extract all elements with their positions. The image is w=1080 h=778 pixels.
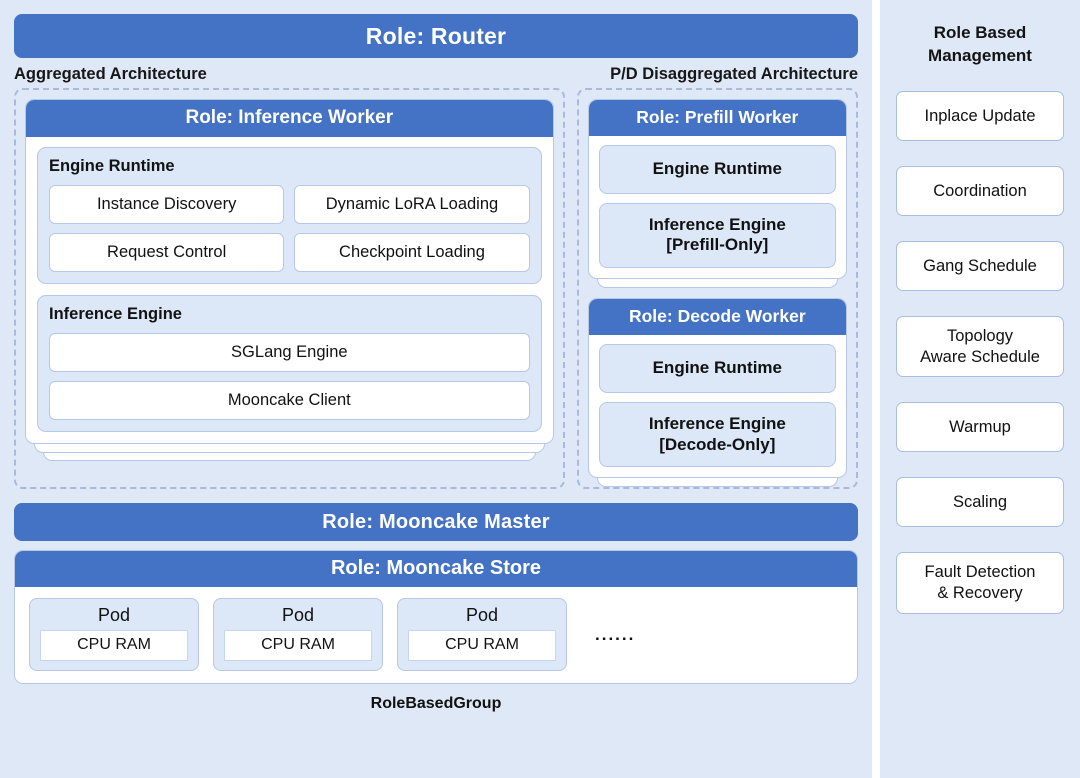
sidebar-title: Role Based Management — [896, 22, 1064, 67]
engine-runtime-row-1: Instance Discovery Dynamic LoRA Loading — [49, 185, 530, 224]
role-based-management-sidebar: Role Based Management Inplace Update Coo… — [880, 0, 1080, 778]
role-prefill-worker-card: Role: Prefill Worker Engine Runtime Infe… — [587, 99, 847, 280]
role-decode-worker-card: Role: Decode Worker Engine Runtime Infer… — [587, 298, 847, 479]
aggregated-architecture-label: Aggregated Architecture — [14, 65, 207, 83]
pods-ellipsis: ...... — [595, 624, 636, 644]
aggregated-architecture-box: Role: Inference Worker Engine Runtime In… — [14, 88, 565, 490]
role-router-bar: Role: Router — [14, 14, 858, 58]
sidebar-item-inplace-update[interactable]: Inplace Update — [896, 91, 1064, 142]
pod-3: Pod CPU RAM — [397, 598, 567, 672]
prefill-inference-engine-line2: [Prefill-Only] — [666, 235, 769, 255]
sidebar-item-fault-line1: Fault Detection — [924, 563, 1036, 582]
inference-worker-stack: Role: Inference Worker Engine Runtime In… — [25, 99, 554, 461]
pd-disaggregated-architecture-label: P/D Disaggregated Architecture — [610, 65, 858, 83]
inference-engine-group: Inference Engine SGLang Engine Mooncake … — [37, 295, 542, 432]
pod-3-title: Pod — [465, 605, 499, 626]
pod-3-cpu-ram: CPU RAM — [408, 630, 556, 662]
prefill-worker-stack: Role: Prefill Worker Engine Runtime Infe… — [587, 99, 847, 289]
pod-2-cpu-ram: CPU RAM — [224, 630, 372, 662]
main-architecture-panel: Role: Router Aggregated Architecture P/D… — [0, 0, 872, 778]
sidebar-item-topology-aware-schedule[interactable]: Topology Aware Schedule — [896, 316, 1064, 378]
sidebar-item-fault-line2: & Recovery — [937, 584, 1023, 603]
chip-sglang-engine: SGLang Engine — [49, 333, 530, 372]
role-decode-worker-header: Role: Decode Worker — [588, 299, 846, 336]
role-mooncake-master-bar: Role: Mooncake Master — [14, 503, 858, 542]
pod-2-title: Pod — [281, 605, 315, 626]
sidebar-item-scaling[interactable]: Scaling — [896, 477, 1064, 528]
sidebar-title-line2: Management — [928, 45, 1032, 65]
mooncake-store-pods: Pod CPU RAM Pod CPU RAM Pod CPU RAM ....… — [15, 587, 857, 684]
pod-1-title: Pod — [97, 605, 131, 626]
chip-mooncake-client: Mooncake Client — [49, 381, 530, 420]
role-decode-worker-body: Engine Runtime Inference Engine [Decode-… — [589, 335, 846, 477]
sidebar-item-topology-line1: Topology — [946, 327, 1014, 346]
chip-dynamic-lora-loading: Dynamic LoRA Loading — [294, 185, 530, 224]
decode-inference-engine-line2: [Decode-Only] — [659, 434, 776, 454]
role-mooncake-store-header: Role: Mooncake Store — [15, 551, 857, 588]
chip-request-control: Request Control — [49, 233, 285, 272]
sidebar-item-gang-schedule[interactable]: Gang Schedule — [896, 241, 1064, 292]
inference-engine-title: Inference Engine — [49, 305, 182, 323]
architecture-labels: Aggregated Architecture P/D Disaggregate… — [14, 65, 858, 84]
role-inference-worker-header: Role: Inference Worker — [26, 100, 553, 137]
role-mooncake-store-card: Role: Mooncake Store Pod CPU RAM Pod CPU… — [14, 550, 858, 685]
pd-disaggregated-architecture-box: Role: Prefill Worker Engine Runtime Infe… — [576, 88, 858, 490]
sidebar-item-topology-line2: Aware Schedule — [920, 347, 1040, 366]
decode-worker-stack: Role: Decode Worker Engine Runtime Infer… — [587, 298, 847, 488]
chip-instance-discovery: Instance Discovery — [49, 185, 285, 224]
sidebar-item-coordination[interactable]: Coordination — [896, 166, 1064, 217]
engine-runtime-title: Engine Runtime — [49, 157, 175, 175]
decode-inference-engine-line1: Inference Engine — [648, 413, 786, 433]
sidebar-item-fault-detection-recovery[interactable]: Fault Detection & Recovery — [896, 552, 1064, 614]
architectures-row: Role: Inference Worker Engine Runtime In… — [14, 88, 858, 490]
role-prefill-worker-header: Role: Prefill Worker — [588, 100, 846, 136]
rolebasedgroup-caption: RoleBasedGroup — [370, 695, 502, 713]
sidebar-item-warmup[interactable]: Warmup — [896, 402, 1064, 453]
role-inference-worker-body: Engine Runtime Instance Discovery Dynami… — [26, 137, 553, 443]
prefill-engine-runtime: Engine Runtime — [598, 145, 836, 194]
engine-runtime-row-2: Request Control Checkpoint Loading — [49, 233, 530, 272]
pod-1: Pod CPU RAM — [29, 598, 199, 672]
decode-engine-runtime: Engine Runtime — [598, 344, 836, 393]
sidebar-title-line1: Role Based — [933, 23, 1027, 42]
role-inference-worker-card: Role: Inference Worker Engine Runtime In… — [25, 99, 554, 444]
prefill-inference-engine: Inference Engine [Prefill-Only] — [598, 202, 836, 269]
chip-checkpoint-loading: Checkpoint Loading — [294, 233, 530, 272]
pod-1-cpu-ram: CPU RAM — [40, 630, 188, 662]
pod-2: Pod CPU RAM — [213, 598, 383, 672]
role-prefill-worker-body: Engine Runtime Inference Engine [Prefill… — [589, 136, 846, 278]
prefill-inference-engine-line1: Inference Engine — [648, 214, 786, 234]
engine-runtime-group: Engine Runtime Instance Discovery Dynami… — [37, 147, 542, 284]
decode-inference-engine: Inference Engine [Decode-Only] — [598, 401, 836, 468]
